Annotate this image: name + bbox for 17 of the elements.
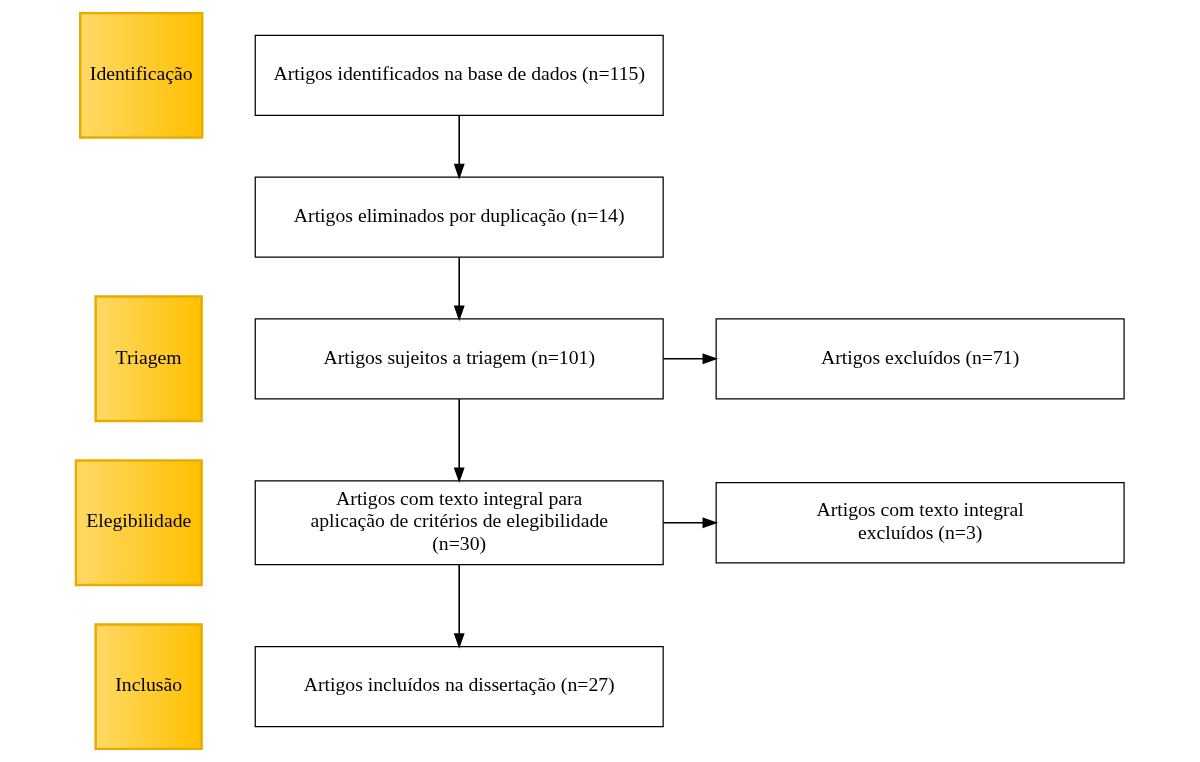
arrow [453, 563, 465, 649]
node-box: Inclusão [94, 623, 203, 751]
node-box: Artigos eliminados por duplicação (n=14) [254, 176, 664, 258]
node-box: Identificação [79, 11, 204, 139]
node-box: Artigos incluídos na dissertação (n=27) [254, 645, 664, 728]
arrow [662, 353, 719, 365]
node-box: Artigos com texto integral excluídos (n=3) [715, 482, 1125, 564]
arrow [453, 398, 465, 483]
node-box: Artigos identificados na base de dados (n=115) [254, 34, 664, 117]
node-box: Artigos com texto integral para aplicação de critérios de elegibilidade (n=30) [254, 480, 664, 566]
arrow [662, 517, 719, 529]
node-box: Artigos sujeitos a triagem (n=101) [254, 318, 664, 400]
arrow [453, 256, 465, 322]
node-box: Artigos excluídos (n=71) [715, 318, 1125, 400]
node-box: Elegibilidade [74, 459, 203, 587]
node-box: Triagem [94, 295, 203, 423]
arrow [453, 114, 465, 180]
